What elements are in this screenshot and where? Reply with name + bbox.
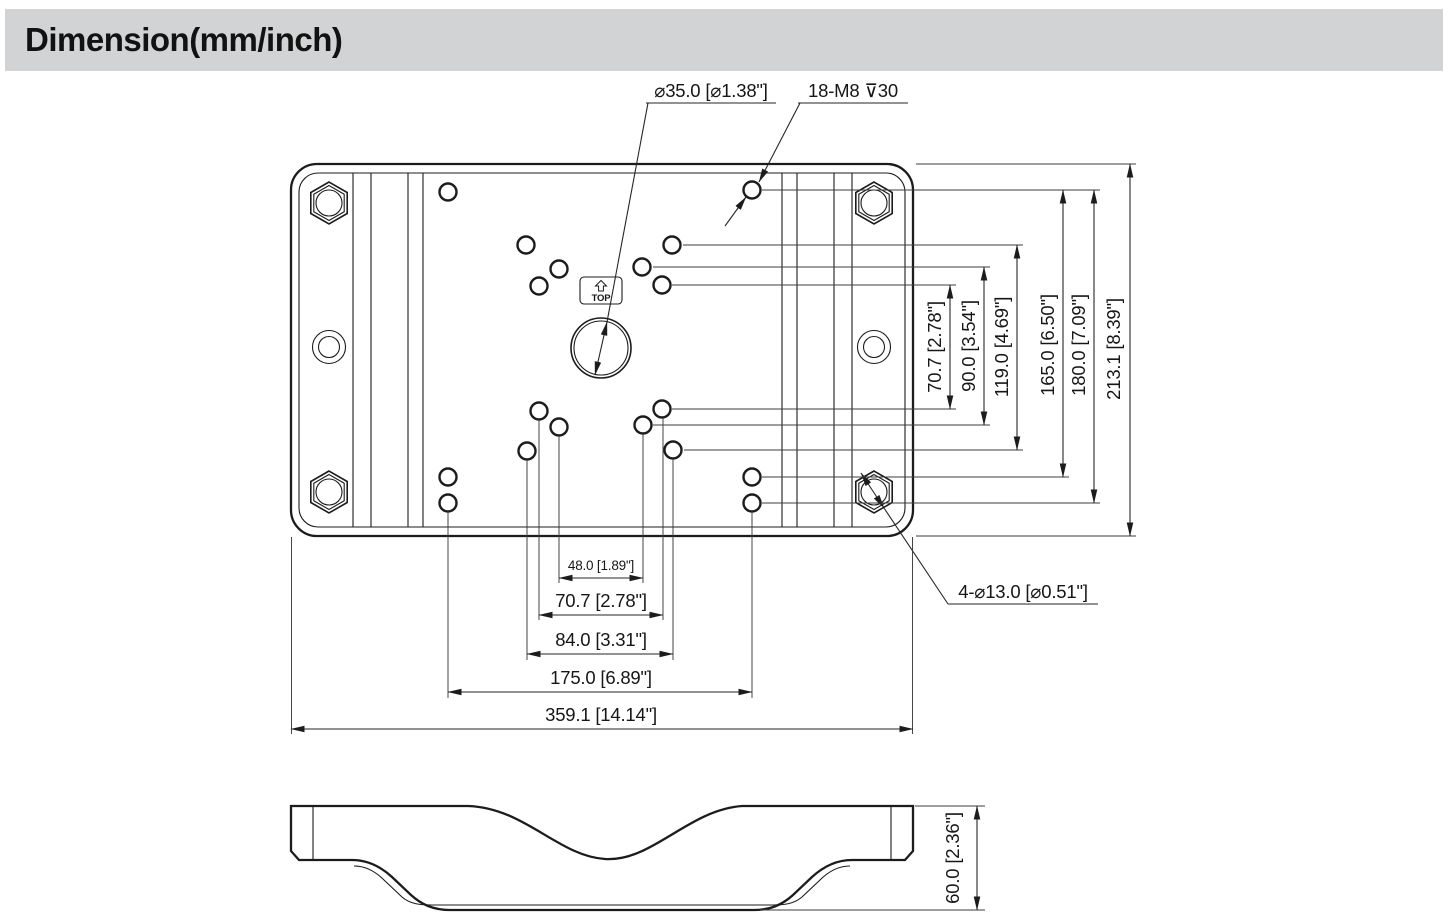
plate-inner-outline <box>298 172 906 528</box>
thread-holes-18-m8 <box>438 180 762 513</box>
bottom-extension-lines <box>291 418 913 734</box>
bend-lines <box>352 173 853 527</box>
dim-width-359_1: 359.1 [14.14"] <box>545 704 657 725</box>
dim-height-119: 119.0 [4.69"] <box>991 297 1012 397</box>
dim-width-70_7: 70.7 [2.78"] <box>555 590 647 611</box>
hex-bolt-hole-bottom-left <box>309 470 349 514</box>
dim-width-84: 84.0 [3.31"] <box>555 629 647 650</box>
callout-center-hole-dia: ⌀35.0 [⌀1.38"] <box>654 80 767 101</box>
side-view: 60.0 [2.36"] <box>289 804 985 912</box>
side-profile-inner-lines <box>312 806 892 906</box>
top-marker-badge: TOP <box>579 276 623 305</box>
hex-bolt-hole-top-right <box>854 181 894 225</box>
page-title: Dimension(mm/inch) <box>25 21 343 58</box>
section-header: Dimension(mm/inch) <box>5 9 1443 71</box>
horizontal-dimensions: 48.0 [1.89"] 70.7 [2.78"] 84.0 [3.31"] 1… <box>290 558 914 733</box>
callout-thread-spec: 18-M8 ⊽30 <box>808 80 898 101</box>
dim-height-90: 90.0 [3.54"] <box>958 300 979 392</box>
callout-corner-hole-dia: 4-⌀13.0 [⌀0.51"] <box>958 581 1088 602</box>
hex-bolt-hole-top-left <box>309 181 349 225</box>
dim-height-165: 165.0 [6.50"] <box>1037 294 1058 396</box>
dim-width-175: 175.0 [6.89"] <box>550 667 652 688</box>
ring-hole-right <box>856 329 892 365</box>
ring-hole-left <box>311 329 347 365</box>
right-extension-lines <box>653 163 1136 537</box>
dim-height-213_1: 213.1 [8.39"] <box>1103 298 1124 400</box>
side-view-dimension: 60.0 [2.36"] <box>760 805 985 911</box>
vertical-dimensions: 70.7 [2.78"] 90.0 [3.54"] 119.0 [4.69"] … <box>924 163 1134 537</box>
dim-height-180: 180.0 [7.09"] <box>1068 294 1089 396</box>
up-arrow-icon <box>594 279 608 292</box>
top-marker-label: TOP <box>592 293 612 304</box>
dim-width-48: 48.0 [1.89"] <box>568 558 634 573</box>
plate-outer-outline <box>289 162 915 538</box>
callouts: ⌀35.0 [⌀1.38"] 18-M8 ⊽30 4-⌀13.0 [⌀0.51"… <box>594 80 1098 605</box>
dim-thickness-60: 60.0 [2.36"] <box>942 812 963 904</box>
top-view: TOP <box>289 162 915 538</box>
dim-height-70_7: 70.7 [2.78"] <box>924 301 945 393</box>
side-profile-outline <box>289 804 915 912</box>
